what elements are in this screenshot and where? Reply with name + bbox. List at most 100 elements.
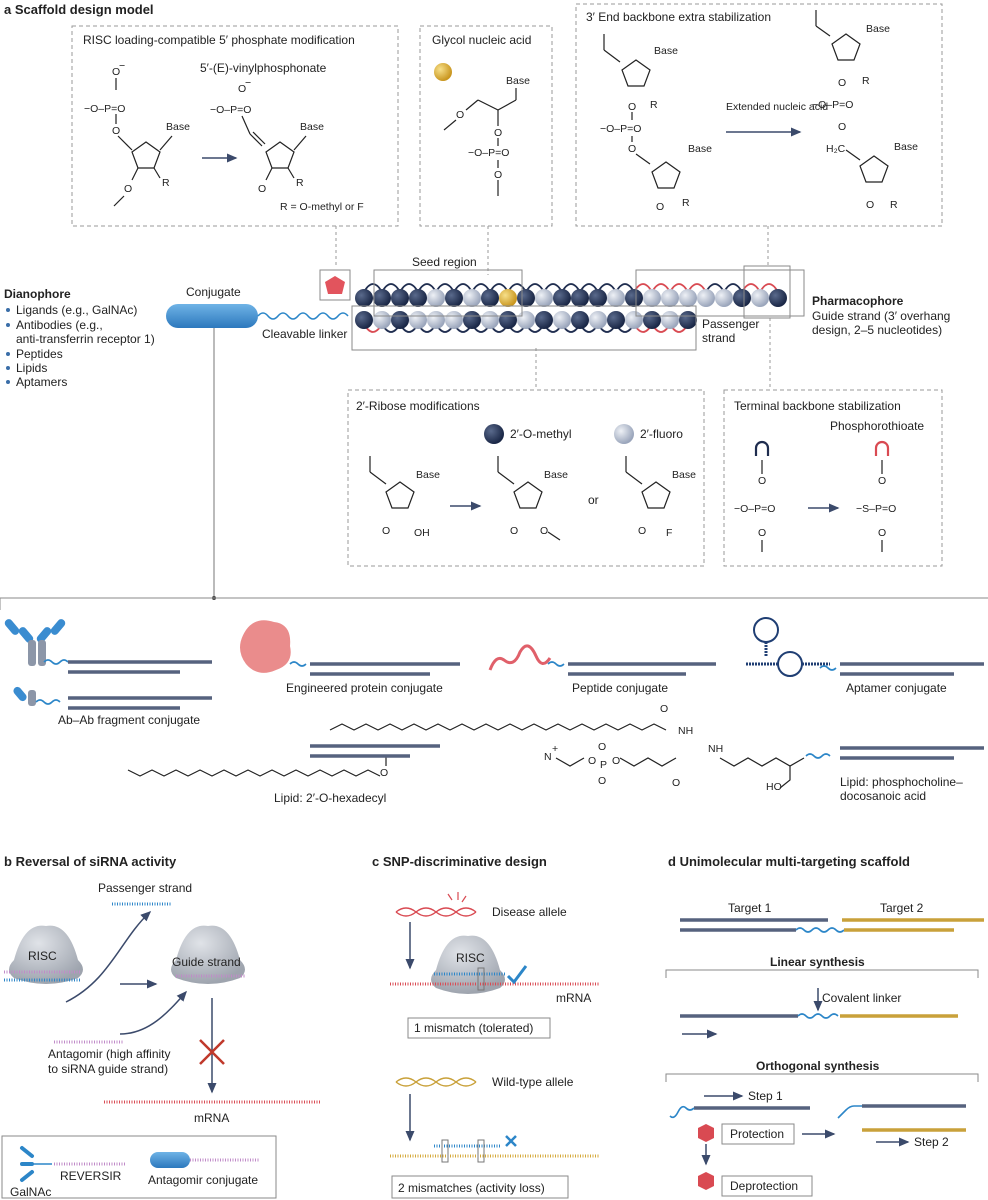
passenger-nucleotide	[679, 311, 697, 329]
passenger-nucleotide	[661, 311, 679, 329]
svg-text:NH: NH	[678, 725, 693, 737]
passenger-nucleotide	[625, 311, 643, 329]
passenger-strand-label: Passenger strand	[98, 881, 192, 895]
svg-text:to siRNA guide strand): to siRNA guide strand)	[48, 1062, 168, 1076]
conjugate-label: Conjugate	[186, 285, 241, 299]
svg-text:−O–P=O: −O–P=O	[734, 503, 775, 515]
ribose-box	[347, 389, 705, 567]
panel-d-title: d Unimolecular multi-targeting scaffold	[668, 854, 910, 869]
galnac-icon	[20, 1146, 52, 1182]
svg-text:H₂C: H₂C	[826, 143, 846, 155]
svg-text:GalNAc: GalNAc	[10, 1185, 51, 1199]
extended-na-label: Extended nucleic acid	[726, 101, 828, 113]
wildtype-helix	[395, 1077, 477, 1087]
svg-text:O: O	[510, 525, 518, 537]
passenger-nucleotide	[373, 311, 391, 329]
passenger-nucleotide	[355, 311, 373, 329]
svg-text:OH: OH	[414, 527, 430, 539]
lipid-hexadecyl-label: Lipid: 2′-O-hexadecyl	[274, 791, 386, 805]
guide-nucleotide	[625, 289, 643, 307]
protecting-group-icon	[698, 1124, 714, 1142]
svg-text:Base: Base	[166, 121, 190, 133]
antagomir-label: Antagomir (high affinity	[48, 1047, 171, 1061]
deprotection-icon	[698, 1172, 714, 1190]
svg-text:O: O	[238, 83, 246, 95]
svg-text:Wild-type allele: Wild-type allele	[492, 1075, 574, 1089]
legend-box	[1, 1135, 277, 1199]
svg-text:−S–P=O: −S–P=O	[856, 503, 896, 515]
aptamer-conjugate-label: Aptamer conjugate	[846, 681, 947, 695]
dianophore-list: Ligands (e.g., GalNAc) Antibodies (e.g.,…	[6, 303, 155, 389]
risc-blob-3	[431, 935, 505, 994]
three-end-right-structure: Base R O −O–P=O O H₂C Base R O	[812, 10, 918, 211]
guide-nucleotide	[607, 289, 625, 307]
passenger-nucleotide	[643, 311, 661, 329]
svg-text:Antagomir conjugate: Antagomir conjugate	[148, 1173, 258, 1187]
svg-text:Ligands (e.g., GalNAc): Ligands (e.g., GalNAc)	[16, 303, 137, 317]
svg-text:Base: Base	[654, 45, 678, 57]
antagomir-conj-icon	[150, 1152, 190, 1168]
svg-text:−O–P=O: −O–P=O	[468, 147, 509, 159]
gna-box-title: Glycol nucleic acid	[432, 33, 531, 47]
panel-b-title: b Reversal of siRNA activity	[4, 854, 177, 869]
svg-text:mRNA: mRNA	[556, 991, 591, 1005]
svg-text:anti-transferrin receptor 1): anti-transferrin receptor 1)	[16, 332, 155, 346]
passenger-nucleotide	[391, 311, 409, 329]
svg-text:O: O	[382, 525, 390, 537]
guide-nucleotide	[409, 289, 427, 307]
terminal-box	[743, 265, 791, 319]
vinylphosphonate-pentagon-icon	[325, 276, 345, 294]
overhang-box	[635, 269, 805, 317]
svg-text:R: R	[862, 75, 870, 87]
svg-text:O: O	[866, 199, 874, 211]
svg-text:Base: Base	[688, 143, 712, 155]
conjugate-capsule	[166, 304, 258, 328]
omethyl-nucleotide-icon	[484, 424, 504, 444]
svg-text:N: N	[544, 751, 552, 763]
fluoro-nucleotide-icon	[614, 424, 634, 444]
svg-text:O: O	[598, 741, 606, 753]
guide-nucleotide	[481, 289, 499, 307]
svg-text:Base: Base	[544, 469, 568, 481]
svg-text:−O–P=O: −O–P=O	[812, 99, 853, 111]
gna-bead	[499, 289, 517, 307]
svg-text:mRNA: mRNA	[194, 1111, 229, 1125]
svg-text:Target 1: Target 1	[728, 901, 772, 915]
engineered-protein-label: Engineered protein conjugate	[286, 681, 443, 695]
three-end-left-structure: Base R O −O–P=O O Base R O	[600, 34, 712, 213]
svg-text:1 mismatch (tolerated): 1 mismatch (tolerated)	[414, 1021, 533, 1035]
svg-text:Orthogonal synthesis: Orthogonal synthesis	[756, 1059, 880, 1073]
svg-text:−O–P=O: −O–P=O	[210, 104, 251, 116]
svg-text:O: O	[660, 703, 668, 715]
guide-nucleotide	[391, 289, 409, 307]
svg-text:Aptamers: Aptamers	[16, 375, 67, 389]
svg-text:O: O	[112, 66, 120, 78]
svg-text:2 mismatches (activity loss): 2 mismatches (activity loss)	[398, 1181, 545, 1195]
deprotection-box	[721, 1175, 813, 1197]
sirna-duplex	[355, 283, 787, 333]
passenger-nucleotide	[535, 311, 553, 329]
svg-text:Target 2: Target 2	[880, 901, 924, 915]
terminal-stab-structures: O −O–P=O O O −S–P=O O	[734, 460, 896, 552]
svg-text:2′-fluoro: 2′-fluoro	[640, 427, 683, 441]
guide-nucleotide	[445, 289, 463, 307]
gna-nucleotide-icon	[434, 63, 452, 81]
passenger-nucleotide	[463, 311, 481, 329]
tolerated-check-icon	[506, 965, 528, 985]
ab-conjugate-label: Ab–Ab fragment conjugate	[58, 713, 200, 727]
terminal-stab-title: Terminal backbone stabilization	[734, 399, 901, 413]
svg-text:O: O	[638, 525, 646, 537]
svg-text:R: R	[650, 99, 658, 111]
risc-box	[71, 25, 399, 227]
passenger-nucleotide	[607, 311, 625, 329]
cleavable-linker-label: Cleavable linker	[262, 327, 347, 341]
svg-text:−: −	[245, 77, 251, 89]
svg-text:O: O	[380, 767, 388, 779]
ab-conjugate	[4, 619, 212, 710]
svg-text:O: O	[456, 109, 464, 121]
mismatch1-box	[407, 1017, 551, 1039]
phosphate-structure: O− −O–P=O O Base R O	[84, 60, 190, 207]
svg-text:O: O	[494, 169, 502, 181]
svg-text:O: O	[494, 127, 502, 139]
svg-text:Protection: Protection	[730, 1127, 784, 1141]
